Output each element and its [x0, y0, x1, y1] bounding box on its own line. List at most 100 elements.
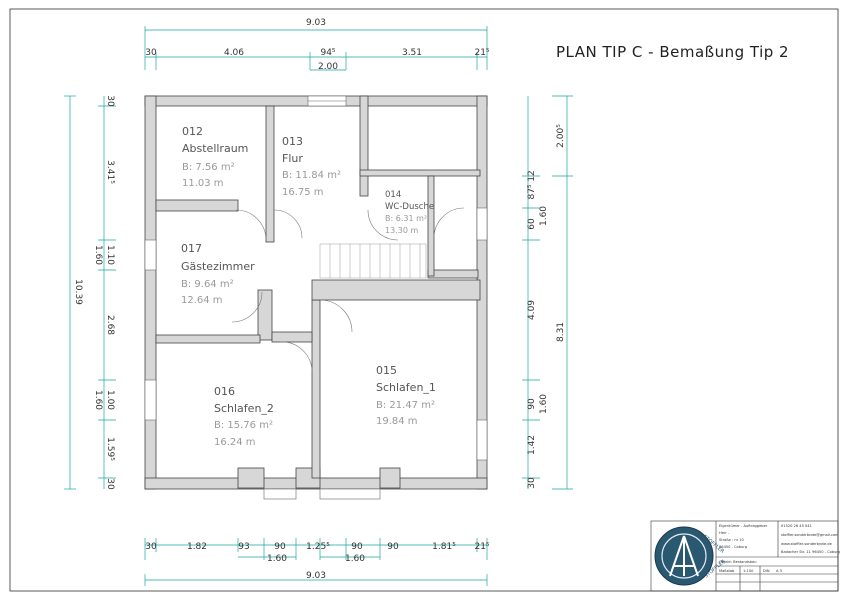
room-012-name: Abstellraum	[182, 142, 248, 155]
walls	[144, 95, 488, 490]
dim-bottom-6: 90	[387, 542, 399, 552]
tb-address2: Badacher Str. 11 96450 - Coburg	[781, 550, 840, 554]
wall-flur-south	[311, 279, 481, 301]
dimension-labels: 9.03 30 4.06 94⁵ 3.51 21⁵ 2.00 30 1.82 9…	[145, 18, 490, 581]
room-012-number: 012	[182, 125, 203, 138]
dim-left-4: 2.68	[105, 315, 115, 335]
dim-left-3: 1.60	[93, 245, 103, 265]
dim-top-sub: 2.00	[318, 62, 338, 72]
room-015-area: B: 21.47 m²	[376, 400, 435, 411]
dim-top-3: 3.51	[402, 48, 422, 58]
tb-street: Straße : nr 10	[719, 538, 745, 542]
window-left-016	[144, 379, 157, 421]
tb-owner-label: Eigentümer - Auftraggeber	[719, 524, 768, 528]
wall-wc-bottom	[427, 269, 479, 279]
wall-013-right	[359, 95, 369, 197]
dim-right-1: 87⁵	[527, 184, 537, 199]
room-016-name: Schlafen_2	[214, 402, 274, 415]
dim-bottom-total: 9.03	[306, 571, 326, 581]
wall-flur-stub	[271, 331, 313, 343]
window-bottom-016	[263, 488, 297, 500]
room-012-perimeter: 11.03 m	[182, 178, 224, 189]
room-015-number: 015	[376, 364, 397, 377]
dim-right-3: 4.09	[527, 300, 537, 320]
window-right-wc	[476, 207, 488, 241]
stair-outline	[319, 243, 427, 279]
room-017-perimeter: 12.64 m	[181, 295, 223, 306]
wall-abstell-bottom	[155, 199, 239, 212]
dim-bottom-3: 90	[274, 542, 286, 552]
dim-bottom-0: 30	[145, 542, 157, 552]
dim-left-6: 1.00	[105, 390, 115, 410]
door-arc-015	[319, 299, 353, 333]
tb-scale-label: Maßstab	[719, 569, 735, 573]
title-block-text: Eigentümer - Auftraggeber Herr - Straße …	[719, 524, 840, 573]
door-arc-wc2	[367, 209, 399, 241]
dim-right-sub-0: 1.60	[539, 206, 549, 226]
dim-left-5: 1.60	[93, 390, 103, 410]
dim-left-0: 30	[105, 95, 115, 107]
dim-left-1: 3.41⁵	[105, 160, 115, 184]
dim-right-outer-0: 2.00⁵	[556, 124, 566, 148]
window-right-015	[476, 419, 488, 461]
dim-left-7: 1.59⁵	[105, 437, 115, 461]
tb-format-value: A 3	[776, 569, 782, 573]
room-labels: 012 Abstellraum B: 7.56 m² 11.03 m 013 F…	[181, 125, 436, 448]
wall-block-bl	[237, 467, 265, 489]
room-014-area: B: 6.31 m²	[385, 214, 427, 223]
room-016-number: 016	[214, 385, 235, 398]
dim-bottom-2: 93	[238, 542, 249, 552]
door-arc-flur	[273, 209, 303, 239]
dim-right-6: 30	[527, 477, 537, 489]
room-013-area: B: 11.84 m²	[282, 170, 341, 181]
door-arc-abstell	[235, 209, 267, 241]
tb-owner-name: Herr -	[719, 531, 730, 535]
stairs	[319, 243, 427, 279]
wall-017-right	[257, 289, 273, 341]
room-013-number: 013	[282, 135, 303, 148]
dim-top-0: 30	[145, 48, 157, 58]
dimension-lines	[64, 26, 573, 586]
dim-left-total: 10.39	[73, 279, 83, 305]
dim-right-2: 60	[527, 218, 537, 230]
room-014-number: 014	[385, 190, 401, 200]
sheet-frame	[9, 8, 839, 592]
dim-right-4: 90	[527, 398, 537, 410]
door-arc-017	[231, 291, 263, 323]
dim-top-total: 9.03	[306, 18, 326, 28]
door-arc-wc	[433, 207, 465, 239]
room-016-area: B: 15.76 m²	[214, 420, 273, 431]
tb-scale-value: 1:100	[743, 569, 754, 573]
room-017-number: 017	[181, 242, 202, 255]
wall-wc-left-lower	[427, 175, 435, 277]
wall-wc-top	[359, 169, 481, 177]
dim-right-5: 1.42	[527, 435, 537, 455]
room-013-name: Flur	[282, 152, 303, 165]
window-bottom-015	[319, 488, 381, 500]
room-014-perimeter: 13.30 m	[385, 226, 418, 235]
wall-017-016	[155, 334, 261, 344]
dim-top-4: 21⁵	[474, 48, 489, 58]
dim-right-0: 12	[527, 170, 537, 181]
dim-right-sub-1: 1.60	[539, 394, 549, 414]
dim-bottom-5: 90	[351, 542, 363, 552]
tb-format-label: DIN	[763, 569, 770, 573]
title-block	[650, 520, 839, 592]
room-013-perimeter: 16.75 m	[282, 187, 324, 198]
door-arc-016	[279, 341, 313, 373]
dim-left-8: 30	[105, 478, 115, 490]
room-014-name: WC-Dusche	[385, 202, 434, 212]
dimension-labels-vertical: 10.39 30 3.41⁵ 1.10 1.60 2.68 1.60 1.00 …	[73, 95, 566, 490]
room-017-name: Gästezimmer	[181, 260, 255, 273]
dim-left-2: 1.10	[105, 245, 115, 265]
wall-012-013	[265, 105, 275, 243]
dim-bottom-4: 1.25⁵	[306, 542, 330, 552]
dim-bottom-8: 21⁵	[474, 542, 489, 552]
windows	[144, 95, 488, 500]
plan-title: PLAN TIP C - Bemaßung Tip 2	[556, 43, 790, 61]
door-swings	[231, 207, 465, 373]
tb-object: Objekt: Bestandsbau	[719, 560, 757, 564]
dim-right-outer-1: 8.31	[556, 322, 566, 342]
tb-email: stoffler.sonderbrote@gmail.com	[781, 533, 839, 537]
